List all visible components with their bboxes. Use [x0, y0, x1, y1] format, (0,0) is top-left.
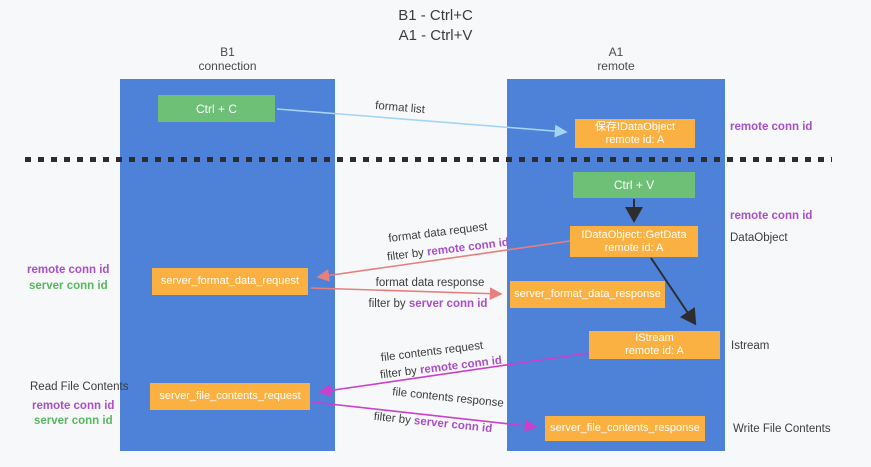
server-format-data-response-label: server_format_data_response: [514, 288, 661, 300]
left-server-conn-id-mid: server conn id: [29, 280, 108, 292]
lifeline-b1-name: B1: [220, 45, 235, 59]
left-server-conn-id-bottom: server conn id: [34, 415, 113, 427]
lifeline-a1-role: remote: [597, 59, 635, 73]
save-dataobject-line2: remote id: A: [605, 133, 665, 146]
istream-line2: remote id: A: [625, 345, 684, 357]
right-istream-label: Istream: [731, 340, 770, 352]
server-file-contents-response-label: server_file_contents_response: [550, 422, 700, 434]
title-line-2: A1 - Ctrl+V: [398, 27, 473, 44]
filter-by-text: filter by: [368, 298, 406, 310]
istream-line1: IStream: [635, 332, 674, 344]
left-read-file-contents-label: Read File Contents: [30, 381, 129, 393]
server-file-contents-request-label: server_file_contents_request: [159, 390, 301, 402]
lifeline-b1-role: connection: [198, 59, 257, 73]
idataobject-getdata-box: IDataObject::GetData remote id: A: [570, 226, 698, 257]
ctrl-v-box: Ctrl + V: [573, 172, 695, 198]
right-dataobject-label: DataObject: [730, 232, 788, 244]
lifeline-a1-name: A1: [608, 45, 624, 59]
diagram-title: B1 - Ctrl+C A1 - Ctrl+V: [0, 6, 871, 46]
server-conn-id-text: server conn id: [408, 298, 488, 310]
lifeline-header-a1: A1 remote: [507, 45, 725, 73]
save-dataobject-line1: 保存IDataObject: [594, 120, 676, 133]
right-write-file-contents-label: Write File Contents: [733, 423, 831, 435]
right-remote-conn-id-top: remote conn id: [730, 121, 813, 133]
getdata-line2: remote id: A: [604, 241, 664, 254]
server-conn-id-text: server conn id: [413, 415, 493, 436]
title-line-1: B1 - Ctrl+C: [398, 7, 473, 24]
label-file-contents-response: file contents response: [391, 386, 505, 410]
phase-separator-dashed-line: [25, 157, 832, 162]
label-format-data-response: format data response: [375, 277, 485, 289]
label-filter-server-bottom: filter by server conn id: [373, 411, 493, 435]
istream-box: IStream remote id: A: [589, 331, 720, 359]
left-remote-conn-id-bottom: remote conn id: [32, 400, 115, 412]
server-file-contents-request-box: server_file_contents_request: [150, 383, 310, 410]
ctrl-c-box: Ctrl + C: [158, 95, 275, 122]
getdata-line1: IDataObject::GetData: [581, 228, 687, 241]
filter-by-text: filter by: [379, 365, 418, 382]
save-dataobject-box: 保存IDataObject remote id: A: [575, 119, 695, 148]
lifeline-header-b1: B1 connection: [120, 45, 335, 73]
label-format-list: format list: [374, 99, 426, 117]
server-file-contents-response-box: server_file_contents_response: [545, 416, 705, 441]
left-remote-conn-id-mid: remote conn id: [27, 264, 110, 276]
filter-by-text: filter by: [386, 247, 425, 264]
filter-by-text: filter by: [373, 410, 412, 427]
ctrl-c-label: Ctrl + C: [195, 101, 237, 116]
ctrl-v-label: Ctrl + V: [613, 178, 655, 192]
label-filter-server-top: filter by server conn id: [369, 298, 488, 310]
remote-conn-id-text: remote conn id: [426, 236, 510, 259]
right-remote-conn-id-mid: remote conn id: [730, 210, 813, 222]
server-format-data-request-label: server_format_data_request: [160, 275, 300, 287]
server-format-data-response-box: server_format_data_response: [510, 281, 665, 308]
server-format-data-request-box: server_format_data_request: [152, 268, 308, 295]
